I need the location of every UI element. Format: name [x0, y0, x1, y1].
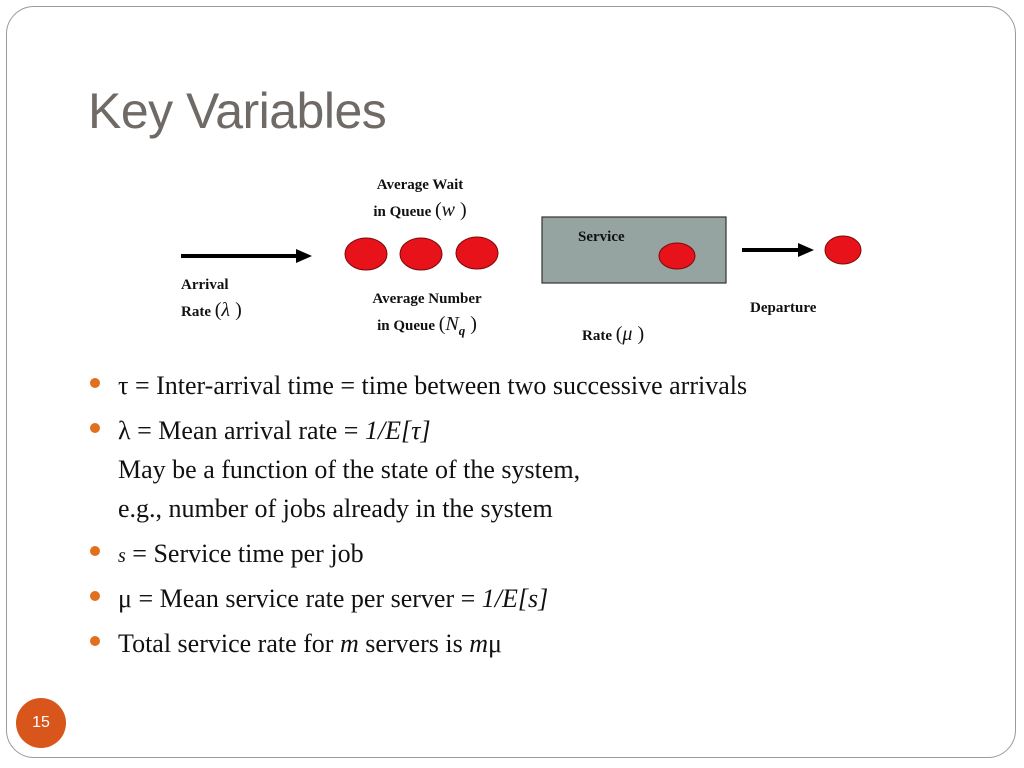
formula: 1/E[s] [481, 584, 549, 613]
avg-wait-text: in Queue [373, 204, 432, 220]
avg-number-line2: in Queue (Nq ) [355, 310, 499, 340]
equals: = [130, 416, 159, 445]
avg-wait-line2: in Queue (w ) [360, 196, 480, 224]
m-variable: m [339, 629, 359, 658]
bullet-line: s = Service time per job [118, 534, 950, 573]
arrival-line1: Arrival [181, 277, 229, 293]
service-rate-label: Rate (μ ) [582, 320, 644, 348]
bullet-line: Total service rate for m servers is mμ [118, 624, 950, 663]
bullet-text: Mean arrival rate = [158, 416, 365, 445]
lambda-symbol: λ [221, 299, 231, 321]
avg-number-label: Average Number in Queue (Nq ) [355, 289, 499, 340]
bullet-dot [90, 546, 100, 556]
bullet-tau: τ = Inter-arrival time = time between tw… [90, 366, 950, 405]
bullet-continuation: e.g., number of jobs already in the syst… [118, 494, 553, 523]
bullet-text: Service time per job [153, 539, 364, 568]
m-variable: m [469, 629, 488, 658]
service-label: Service [578, 229, 625, 245]
bullet-list: τ = Inter-arrival time = time between tw… [90, 366, 950, 669]
mu-symbol: μ [118, 584, 132, 613]
bullet-dot [90, 378, 100, 388]
bullet-text: Total service rate for [118, 629, 340, 658]
paren-close: ) [455, 199, 467, 221]
page-number-badge: 15 [16, 698, 66, 748]
rate-text: Rate [582, 328, 612, 344]
tau-symbol: τ [118, 371, 129, 400]
departure-label: Departure [750, 300, 817, 316]
avg-number-text: in Queue [377, 318, 435, 334]
bullet-text: Inter-arrival time = time between two su… [156, 371, 748, 400]
mu-symbol: μ [622, 323, 633, 345]
bullet-dot [90, 423, 100, 433]
bullet-text: servers is [358, 629, 470, 658]
bullet-mu: μ = Mean service rate per server = 1/E[s… [90, 579, 950, 618]
bullet-dot [90, 591, 100, 601]
bullet-lambda: λ = Mean arrival rate = 1/E[τ] May be a … [90, 411, 950, 528]
arrival-text: Rate [181, 304, 211, 320]
paren-open: ( [438, 313, 446, 335]
paren-close: ) [465, 313, 477, 335]
q-subscript: q [458, 323, 466, 338]
formula: 1/E[τ] [364, 416, 431, 445]
equals: = [125, 539, 154, 568]
n-symbol: N [445, 313, 459, 335]
arrival-line2: Rate (λ ) [181, 296, 242, 324]
bullet-dot [90, 636, 100, 646]
avg-wait-line1: Average Wait [376, 177, 464, 193]
wait-symbol: w [441, 199, 456, 221]
bullet-line: τ = Inter-arrival time = time between tw… [118, 366, 950, 405]
bullet-line: μ = Mean service rate per server = 1/E[s… [118, 579, 950, 618]
paren-open: ( [435, 199, 442, 221]
equals: = [128, 371, 157, 400]
slide-title: Key Variables [88, 83, 387, 139]
equals: = [131, 584, 160, 613]
slide-frame [6, 6, 1016, 758]
avg-wait-label: Average Wait in Queue (w ) [360, 175, 480, 224]
lambda-symbol: λ [118, 416, 131, 445]
paren-open: ( [214, 299, 222, 321]
arrival-rate-label: Arrival Rate (λ ) [181, 275, 242, 324]
bullet-s: s = Service time per job [90, 534, 950, 573]
s-symbol: s [118, 545, 126, 567]
bullet-total-rate: Total service rate for m servers is mμ [90, 624, 950, 663]
avg-number-line1: Average Number [372, 291, 482, 307]
paren-close: ) [632, 323, 645, 345]
bullet-continuation: May be a function of the state of the sy… [118, 455, 581, 484]
bullet-text: Mean service rate per server = [159, 584, 482, 613]
paren-open: ( [615, 323, 623, 345]
bullet-line: λ = Mean arrival rate = 1/E[τ] [118, 411, 950, 450]
mu-symbol: μ [488, 629, 502, 658]
paren-close: ) [230, 299, 242, 321]
